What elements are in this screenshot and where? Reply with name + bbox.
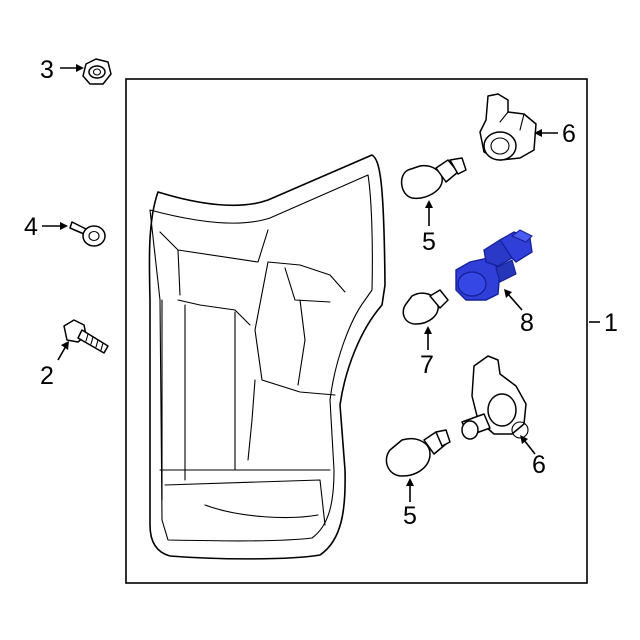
screw-part — [69, 221, 106, 247]
tail-lamp-housing — [148, 154, 386, 560]
callout-6-top: 6 — [562, 120, 576, 148]
bulb-7 — [402, 289, 449, 325]
bulb-5-bottom — [385, 429, 451, 477]
callout-4: 4 — [24, 213, 38, 241]
assembly-frame — [125, 78, 588, 584]
callout-8: 8 — [520, 309, 534, 337]
callout-2: 2 — [40, 362, 54, 390]
socket-6-bottom — [461, 355, 529, 440]
callout-7: 7 — [420, 351, 434, 379]
callout-3: 3 — [40, 56, 54, 84]
leader-arrows — [42, 64, 600, 502]
bolt-part — [63, 319, 109, 354]
socket-8-highlighted — [455, 229, 533, 301]
callout-5-bottom: 5 — [403, 502, 417, 530]
nut-part — [82, 58, 112, 85]
callout-6-bottom: 6 — [532, 451, 546, 479]
callout-5-top: 5 — [422, 228, 436, 256]
callout-labels: 3 4 2 5 6 8 1 7 6 5 — [24, 56, 618, 530]
bulb-5-top — [400, 157, 467, 200]
callout-1: 1 — [604, 309, 618, 337]
socket-6-top — [479, 93, 537, 161]
